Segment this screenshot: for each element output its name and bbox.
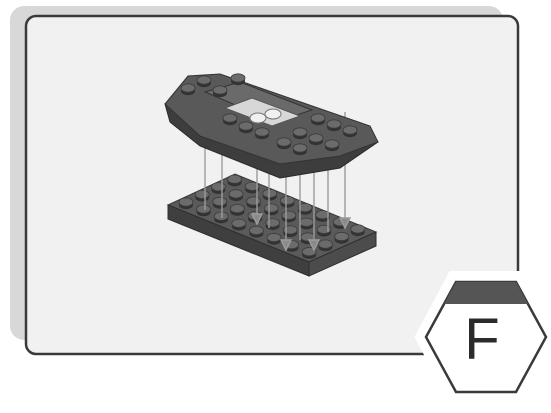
stud [267,233,281,241]
stud [197,76,211,84]
stud [255,128,269,136]
stud [317,225,331,233]
stud [277,138,291,146]
stud [247,197,261,205]
stud [230,204,244,212]
stud [195,190,209,198]
stud [232,219,246,227]
stud [335,232,349,240]
stud [179,198,193,206]
stud [181,84,195,92]
stud [293,128,307,136]
stud [229,190,243,198]
stud [311,114,325,122]
stud [228,175,242,183]
stud [351,225,365,233]
stud [214,212,228,220]
stud [249,226,263,234]
stud [231,74,245,82]
stud [318,240,332,248]
stud [223,114,237,122]
step-letter: F [432,300,532,380]
stud [299,218,313,226]
stud [327,120,341,128]
stud [343,126,357,134]
stud [239,122,253,130]
stud [280,196,294,204]
stud [266,219,280,227]
stud [264,204,278,212]
stud [213,197,227,205]
stud [325,140,339,148]
stud [293,144,307,152]
stud [211,183,225,191]
stud [282,211,296,219]
stud [309,134,323,142]
stud [263,189,277,197]
stud [197,205,211,213]
stud [213,86,227,94]
